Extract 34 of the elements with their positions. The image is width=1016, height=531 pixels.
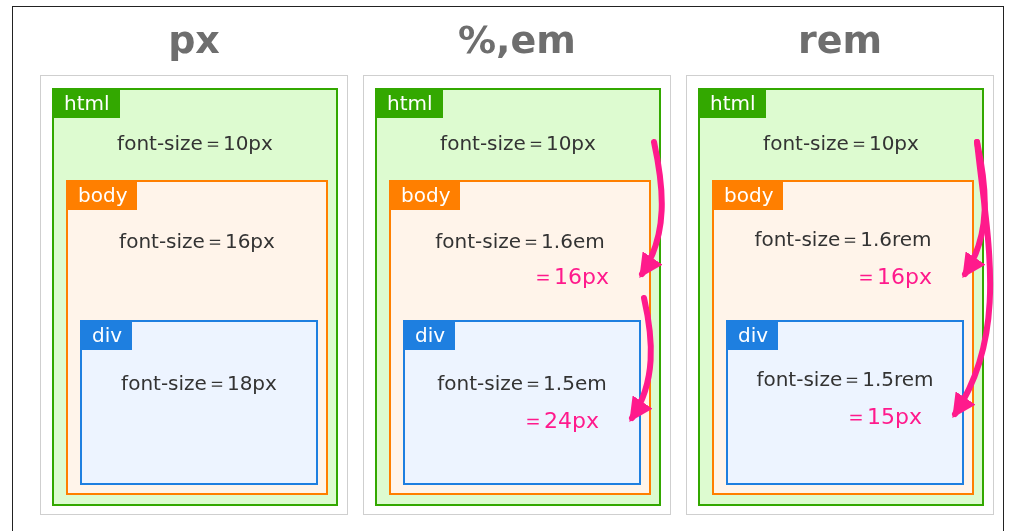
computed-value: ＝16px — [532, 263, 609, 291]
computed-value: ＝15px — [845, 403, 922, 431]
font-size-text: font-size＝16px — [118, 228, 276, 255]
container-box — [66, 180, 328, 495]
curved-arrow — [629, 295, 654, 423]
tab-label: body — [714, 182, 784, 210]
container-box — [389, 180, 651, 495]
container-box — [712, 180, 974, 495]
tab-label: body — [68, 182, 138, 210]
font-size-text: font-size＝1.6em — [434, 228, 606, 255]
container-box — [726, 320, 964, 485]
tab-label: div — [82, 322, 133, 350]
computed-value: ＝24px — [522, 407, 599, 435]
font-size-text: font-size＝1.5em — [436, 370, 608, 397]
curved-arrow — [639, 139, 665, 279]
font-size-text: font-size＝18px — [120, 370, 278, 397]
tab-label: div — [728, 322, 779, 350]
tab-label: html — [700, 90, 766, 118]
font-size-text: font-size＝1.5rem — [755, 366, 935, 393]
font-size-text: font-size＝1.6rem — [753, 226, 933, 253]
container-box — [403, 320, 641, 485]
panel-title: %,em — [457, 18, 577, 62]
font-size-text: font-size＝10px — [439, 130, 597, 157]
panel-title: rem — [796, 18, 884, 62]
tab-label: body — [391, 182, 461, 210]
container-box — [80, 320, 318, 485]
panel-title: px — [167, 18, 221, 62]
tab-label: div — [405, 322, 456, 350]
curved-arrow — [952, 139, 994, 419]
tab-label: html — [54, 90, 120, 118]
font-size-text: font-size＝10px — [762, 130, 920, 157]
computed-value: ＝16px — [855, 263, 932, 291]
font-size-text: font-size＝10px — [116, 130, 274, 157]
tab-label: html — [377, 90, 443, 118]
